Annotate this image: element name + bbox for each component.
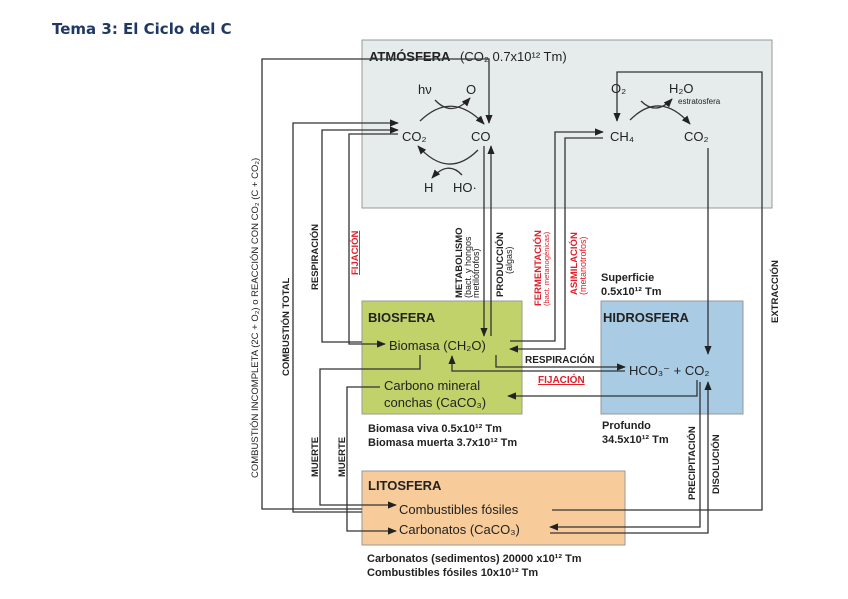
co-label: CO [471, 129, 491, 144]
o2-h2o-curve [640, 98, 673, 109]
estratosfera-label: estratosfera [678, 97, 721, 106]
precipitacion-path [549, 382, 701, 531]
combustion-total-path [292, 119, 399, 513]
superficie-label: Superficie [601, 272, 654, 284]
biomasa-viva-note: Biomasa viva 0.5x10¹² Tm [368, 423, 502, 435]
carbono-mineral-label: Carbono mineral [384, 378, 480, 393]
ho-h-curve [431, 167, 463, 179]
profundo-label: Profundo [602, 420, 651, 432]
metabolismo-label-2: (bact. y hongos [463, 236, 473, 298]
fijacion-v-label: FIJACIÓN [349, 231, 361, 275]
extraccion-path [552, 71, 763, 511]
metabolismo-label-1: METABOLISMO [454, 227, 465, 298]
co2-to-co-curve [419, 105, 485, 125]
carbonatos-label: Carbonatos (CaCO₃) [399, 522, 520, 537]
h-label: H [424, 180, 433, 195]
co-to-co2-curve [417, 145, 479, 165]
produccion-label-2: (algas) [504, 246, 514, 274]
fosiles-note: Combustibles fósiles 10x10¹² Tm [367, 567, 538, 579]
carbonatos-note: Carbonatos (sedimentos) 20000 x10¹² Tm [367, 553, 582, 565]
biosfera-title: BIOSFERA [368, 310, 436, 325]
ch4-label: CH₄ [610, 129, 634, 144]
o2-label: O₂ [611, 81, 626, 96]
precipitacion-label: PRECIPITACIÓN [686, 426, 698, 500]
litosfera-title: LITOSFERA [368, 478, 442, 493]
ho-label: HO· [453, 180, 477, 195]
hidrosfera-title: HIDROSFERA [603, 310, 690, 325]
hv-o-curve [434, 97, 471, 110]
respiracion-path [321, 126, 399, 343]
fijacion-h-label: FIJACIÓN [538, 373, 585, 386]
combustion-total-label: COMBUSTIÓN TOTAL [280, 277, 292, 376]
fijacion-path [348, 133, 398, 348]
asimilacion-label-1: ASIMILACIÓN [568, 232, 580, 295]
fermentacion-label-1: FERMENTACIÓN [532, 230, 544, 306]
muerte-1-label: MUERTE [310, 437, 321, 477]
asimilacion-path [509, 137, 603, 353]
o-label: O [466, 82, 476, 97]
biosfera-box [361, 300, 523, 415]
atmosfera-title: ATMÓSFERA [369, 49, 451, 64]
ch4-to-co2-curve [629, 105, 691, 125]
combustion-incompleta-path [261, 58, 493, 510]
fijacion-h-path [448, 355, 625, 372]
disolucion-label: DISOLUCIÓN [710, 434, 722, 494]
conchas-label: conchas (CaCO₃) [384, 395, 486, 410]
atmosfera-box [361, 39, 773, 209]
profundo-amount: 34.5x10¹² Tm [602, 434, 669, 446]
asimilacion-label-2: (metanotrofos) [578, 236, 588, 295]
biomasa-muerta-note: Biomasa muerta 3.7x10¹² Tm [368, 437, 517, 449]
h2o-label: H₂O [669, 81, 694, 96]
respiracion-h-label: RESPIRACIÓN [525, 353, 594, 366]
hidrosfera-box [600, 300, 744, 415]
muerte-2-path [346, 386, 397, 535]
page-title: Tema 3: El Ciclo del C [52, 20, 232, 38]
combustion-incompleta-label: COMBUSTIÓN INCOMPLETA (2C + O₂) o REACCI… [250, 158, 261, 478]
produccion-label-1: PRODUCCIÓN [494, 232, 506, 297]
combustibles-fosiles-label: Combustibles fósiles [399, 502, 519, 517]
extraccion-label: EXTRACCIÓN [769, 260, 781, 323]
metabolismo-label-3: metilótrofos) [471, 248, 481, 298]
muerte-2-label: MUERTE [337, 437, 348, 477]
hv-label: hν [418, 82, 432, 97]
atmosfera-amount: (CO₂ 0.7x10¹² Tm) [460, 49, 567, 64]
fermentacion-label-2: (bact. metanogénicas) [542, 231, 551, 306]
respiracion-v-label: RESPIRACIÓN [309, 224, 321, 290]
disolucion-path [550, 381, 712, 534]
muerte-1-path [319, 355, 421, 509]
respiracion-h-path [495, 355, 626, 371]
co2-left-label: CO₂ [402, 129, 427, 144]
co2-right-label: CO₂ [684, 129, 709, 144]
fermentacion-path [510, 128, 604, 342]
biomasa-label: Biomasa (CH₂O) [389, 338, 486, 353]
superficie-amount: 0.5x10¹² Tm [601, 286, 662, 298]
hidro-carbono-path [507, 380, 698, 400]
hco3-co2-label: HCO₃⁻ + CO₂ [629, 363, 709, 378]
